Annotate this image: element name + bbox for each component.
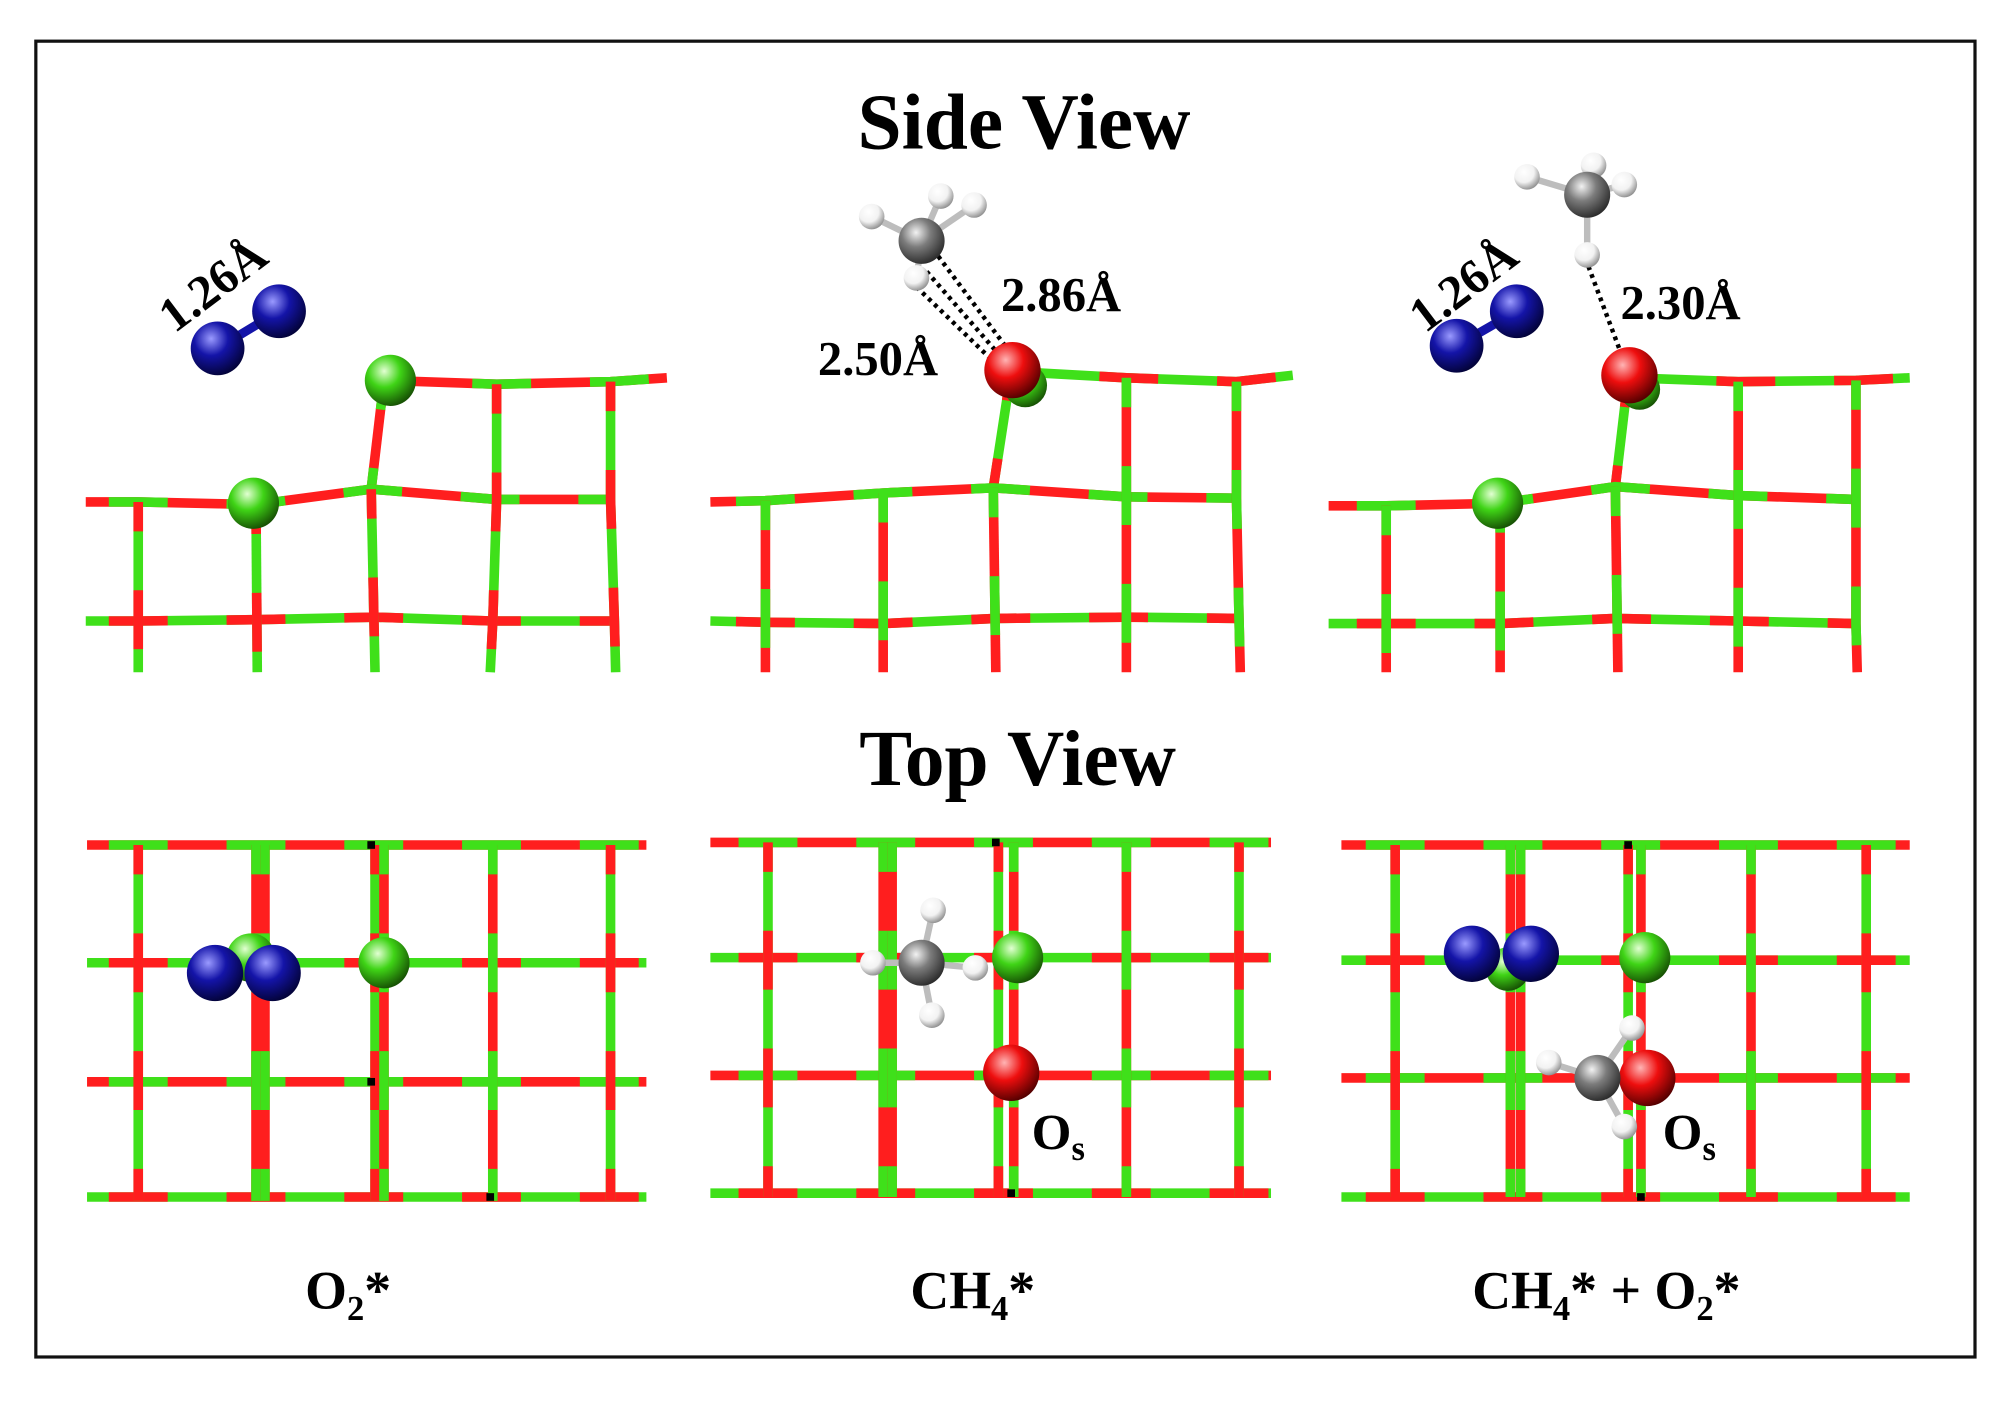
lattice-marker [367, 1077, 376, 1086]
surface-oxygen-atom [1601, 347, 1658, 404]
carbon-atom [898, 217, 945, 264]
label-subscript: 2 [1696, 1290, 1713, 1328]
lattice-bond [605, 381, 621, 673]
lattice-bond-segment [366, 489, 380, 673]
surface-oxygen-atom [984, 341, 1041, 399]
panel-2-side-view [710, 183, 1294, 673]
o2-atom [252, 284, 306, 339]
hydrogen-atom [1611, 1113, 1638, 1140]
surface-oxygen-atom [1619, 1049, 1676, 1107]
lattice-marker [1007, 1189, 1016, 1197]
carbon-atom [1574, 1054, 1621, 1101]
lattice-bond-segment [251, 504, 263, 673]
lattice-bond-segment [1610, 486, 1623, 673]
lattice-bond-segment [85, 612, 615, 626]
label-part: * [1714, 1260, 1741, 1320]
lattice-bond [1851, 380, 1863, 673]
label-part: O [305, 1260, 347, 1320]
o2-atom [1443, 925, 1501, 982]
carbon-atom [1564, 171, 1611, 218]
top-view-title: Top View [859, 715, 1176, 803]
panel-1-top-view [87, 840, 647, 1202]
lattice-marker [991, 838, 1000, 847]
panel-2-top-view [710, 837, 1272, 1198]
lattice-bond-segment [1627, 373, 1910, 387]
lattice-marker [367, 841, 376, 849]
distance-label: 2.30Å [1620, 276, 1740, 330]
figure-border [34, 39, 1977, 1359]
panel-2-caption: CH4* [910, 1260, 1035, 1328]
lattice-marker [1637, 1193, 1645, 1201]
distance-label: 2.50Å [818, 332, 938, 386]
green-atom [1471, 477, 1524, 529]
carbon-atom [898, 939, 945, 986]
hydrogen-atom [1535, 1049, 1562, 1076]
lattice-bond-segment [988, 487, 1001, 673]
o2-atom [1489, 284, 1544, 339]
green-atom [364, 354, 416, 406]
green-atom [1619, 932, 1671, 984]
lattice-bond-segment [85, 484, 611, 510]
distance-line [914, 285, 999, 367]
label-part: * [364, 1260, 391, 1320]
label-subscript: s [1703, 1130, 1716, 1168]
label-part: * + O [1570, 1260, 1696, 1320]
o2-atom [1502, 925, 1560, 982]
green-atom [991, 932, 1044, 984]
surface-oxygen-label: Os [1032, 1105, 1085, 1168]
distance-line [1586, 265, 1626, 360]
o2-atom [1429, 318, 1484, 373]
lattice-bond-segment [710, 612, 1240, 629]
surface-oxygen-atom [983, 1044, 1040, 1101]
lattice-bond-segment [485, 384, 502, 673]
panel-1-caption: O2* [305, 1260, 391, 1328]
lattice-bond-segment [1328, 481, 1857, 511]
o2-atom [190, 321, 245, 376]
hydrogen-atom [1619, 1015, 1645, 1041]
hydrogen-atom [903, 265, 930, 291]
panel-1-side-view [85, 284, 668, 673]
lattice-marker [1624, 841, 1632, 849]
o2-atom [186, 944, 244, 1002]
label-part: CH [1472, 1260, 1553, 1320]
label-subscript: s [1071, 1130, 1084, 1168]
hydrogen-atom [927, 183, 954, 209]
label-subscript: 4 [991, 1290, 1008, 1328]
lattice-bond-segment [1010, 366, 1294, 387]
lattice-bond-segment [1231, 381, 1246, 673]
hydrogen-atom [919, 1002, 945, 1029]
lattice-bond-segment [710, 483, 1237, 507]
panel-3-caption: CH4* + O2* [1472, 1260, 1740, 1328]
surface-oxygen-label: Os [1663, 1105, 1716, 1168]
side-view-title: Side View [858, 79, 1191, 167]
green-atom [227, 477, 280, 529]
label-subscript: 2 [347, 1290, 364, 1328]
hydrogen-atom [920, 897, 946, 924]
label-subscript: 4 [1553, 1290, 1570, 1328]
hydrogen-atom [860, 949, 886, 976]
panel-3-side-view [1328, 152, 1910, 673]
distance-label: 2.86Å [1001, 268, 1121, 322]
lattice-bond-segment [1328, 613, 1857, 629]
lattice-marker [486, 1193, 495, 1201]
hydrogen-atom [1514, 164, 1540, 190]
panel-3-top-view [1341, 840, 1910, 1202]
hydrogen-atom [1574, 242, 1600, 268]
label-part: CH [910, 1260, 991, 1320]
label-part: O [1663, 1105, 1703, 1162]
green-atom [358, 937, 410, 989]
hydrogen-atom [962, 955, 989, 981]
label-part: * [1008, 1260, 1035, 1320]
hydrogen-atom [858, 203, 885, 230]
label-part: O [1032, 1105, 1072, 1162]
distance-line [925, 270, 1007, 363]
lattice-bond-segment [383, 373, 668, 390]
hydrogen-atom [961, 192, 987, 218]
hydrogen-atom [1611, 171, 1638, 198]
o2-atom [244, 944, 301, 1002]
